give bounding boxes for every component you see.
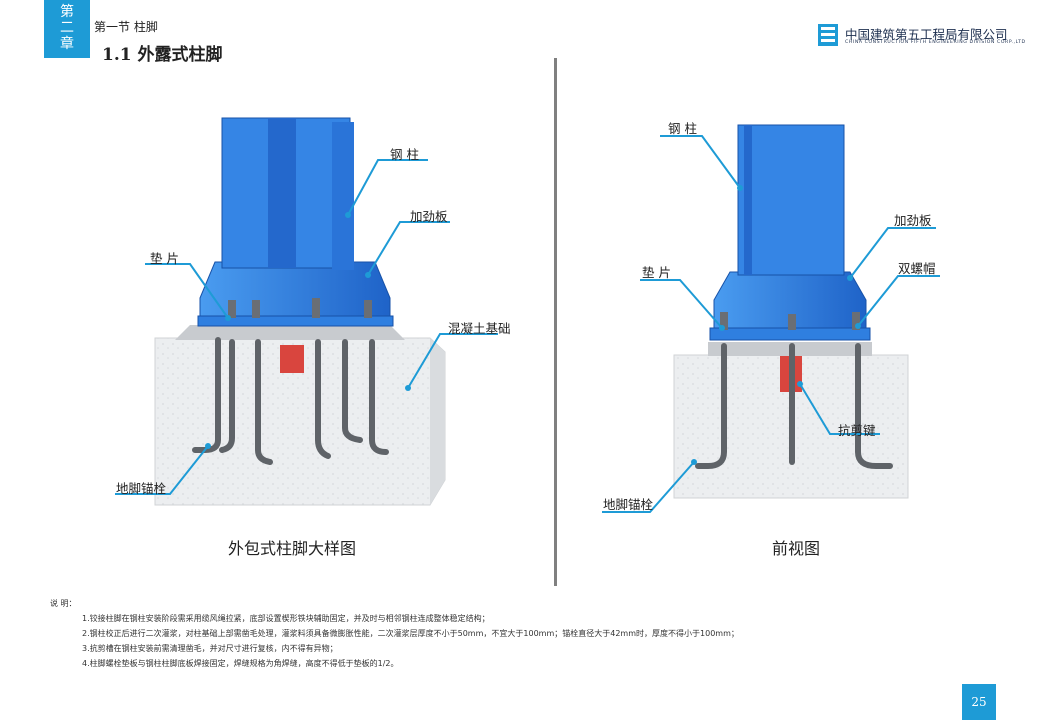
left-steel-column <box>221 117 354 270</box>
left-label-shim: 垫 片 <box>150 251 179 266</box>
note-item-4: 4.柱脚螺栓垫板与钢柱柱脚底板焊接固定，焊缝规格为角焊缝，高度不得低于垫板的1/… <box>82 659 399 668</box>
page-number: 25 <box>962 684 996 720</box>
company-logo: 中国建筑第五工程局有限公司 CHINA CONSTRUCTION FIFTH E… <box>818 24 1025 50</box>
right-bolts-nuts <box>720 312 860 330</box>
right-label-stiffener: 加劲板 <box>894 213 932 228</box>
notes-title: 说 明： <box>50 599 77 608</box>
logo-company-name: 中国建筑第五工程局有限公司 <box>845 27 1008 42</box>
note-item-1: 1.铰接柱脚在钢柱安装阶段需采用缆风绳拉紧，底部设置楔形铁块辅助固定，并及时与相… <box>82 614 490 623</box>
left-leader-dots <box>205 212 411 449</box>
right-leader-dots <box>691 185 861 465</box>
left-bolts-nuts <box>228 298 372 318</box>
logo-mark-icon <box>818 24 838 46</box>
right-anchor-bolts <box>695 343 893 469</box>
chapter-char-3: 章 <box>60 36 74 52</box>
left-label-concrete-base: 混凝土基础 <box>448 321 511 336</box>
right-label-shear-key: 抗剪键 <box>838 423 876 438</box>
right-figure-caption: 前视图 <box>772 539 821 558</box>
note-item-2: 2.钢柱校正后进行二次灌浆，对柱基础上部需凿毛处理，灌浆料须具备微膨胀性能，二次… <box>82 629 739 638</box>
chapter-char-1: 第 <box>60 4 74 20</box>
left-leader-lines <box>115 159 498 495</box>
figure-divider <box>554 58 557 586</box>
chapter-tab: 第 二 章 <box>44 0 90 58</box>
left-grout-plate <box>175 325 405 340</box>
note-item-3: 3.抗剪槽在钢柱安装前需清理凿毛，并对尺寸进行复核，内不得有异物； <box>82 644 338 653</box>
logo-company-name-en: CHINA CONSTRUCTION FIFTH ENGINEERING DIV… <box>845 40 1026 45</box>
right-label-steel-column: 钢 柱 <box>668 121 697 136</box>
left-shear-key <box>280 345 304 373</box>
left-label-stiffener: 加劲板 <box>410 209 448 224</box>
left-label-steel-column: 钢 柱 <box>390 147 419 162</box>
right-label-shim: 垫 片 <box>642 265 671 280</box>
right-leader-lines <box>602 135 940 513</box>
right-label-double-nut: 双螺帽 <box>898 261 936 276</box>
left-figure-caption: 外包式柱脚大样图 <box>228 539 357 558</box>
right-steel-column <box>737 124 845 276</box>
right-steel-column-base <box>709 271 871 341</box>
left-label-anchor-bolt: 地脚锚栓 <box>116 481 167 496</box>
chapter-char-2: 二 <box>60 20 74 36</box>
notes-section: 说 明： 1.铰接柱脚在钢柱安装阶段需采用缆风绳拉紧，底部设置楔形铁块辅助固定，… <box>50 596 739 671</box>
right-label-anchor-bolt: 地脚锚栓 <box>603 497 654 512</box>
section-heading: 第一节 柱脚 <box>94 20 158 34</box>
page-title: 1.1 外露式柱脚 <box>102 45 223 65</box>
